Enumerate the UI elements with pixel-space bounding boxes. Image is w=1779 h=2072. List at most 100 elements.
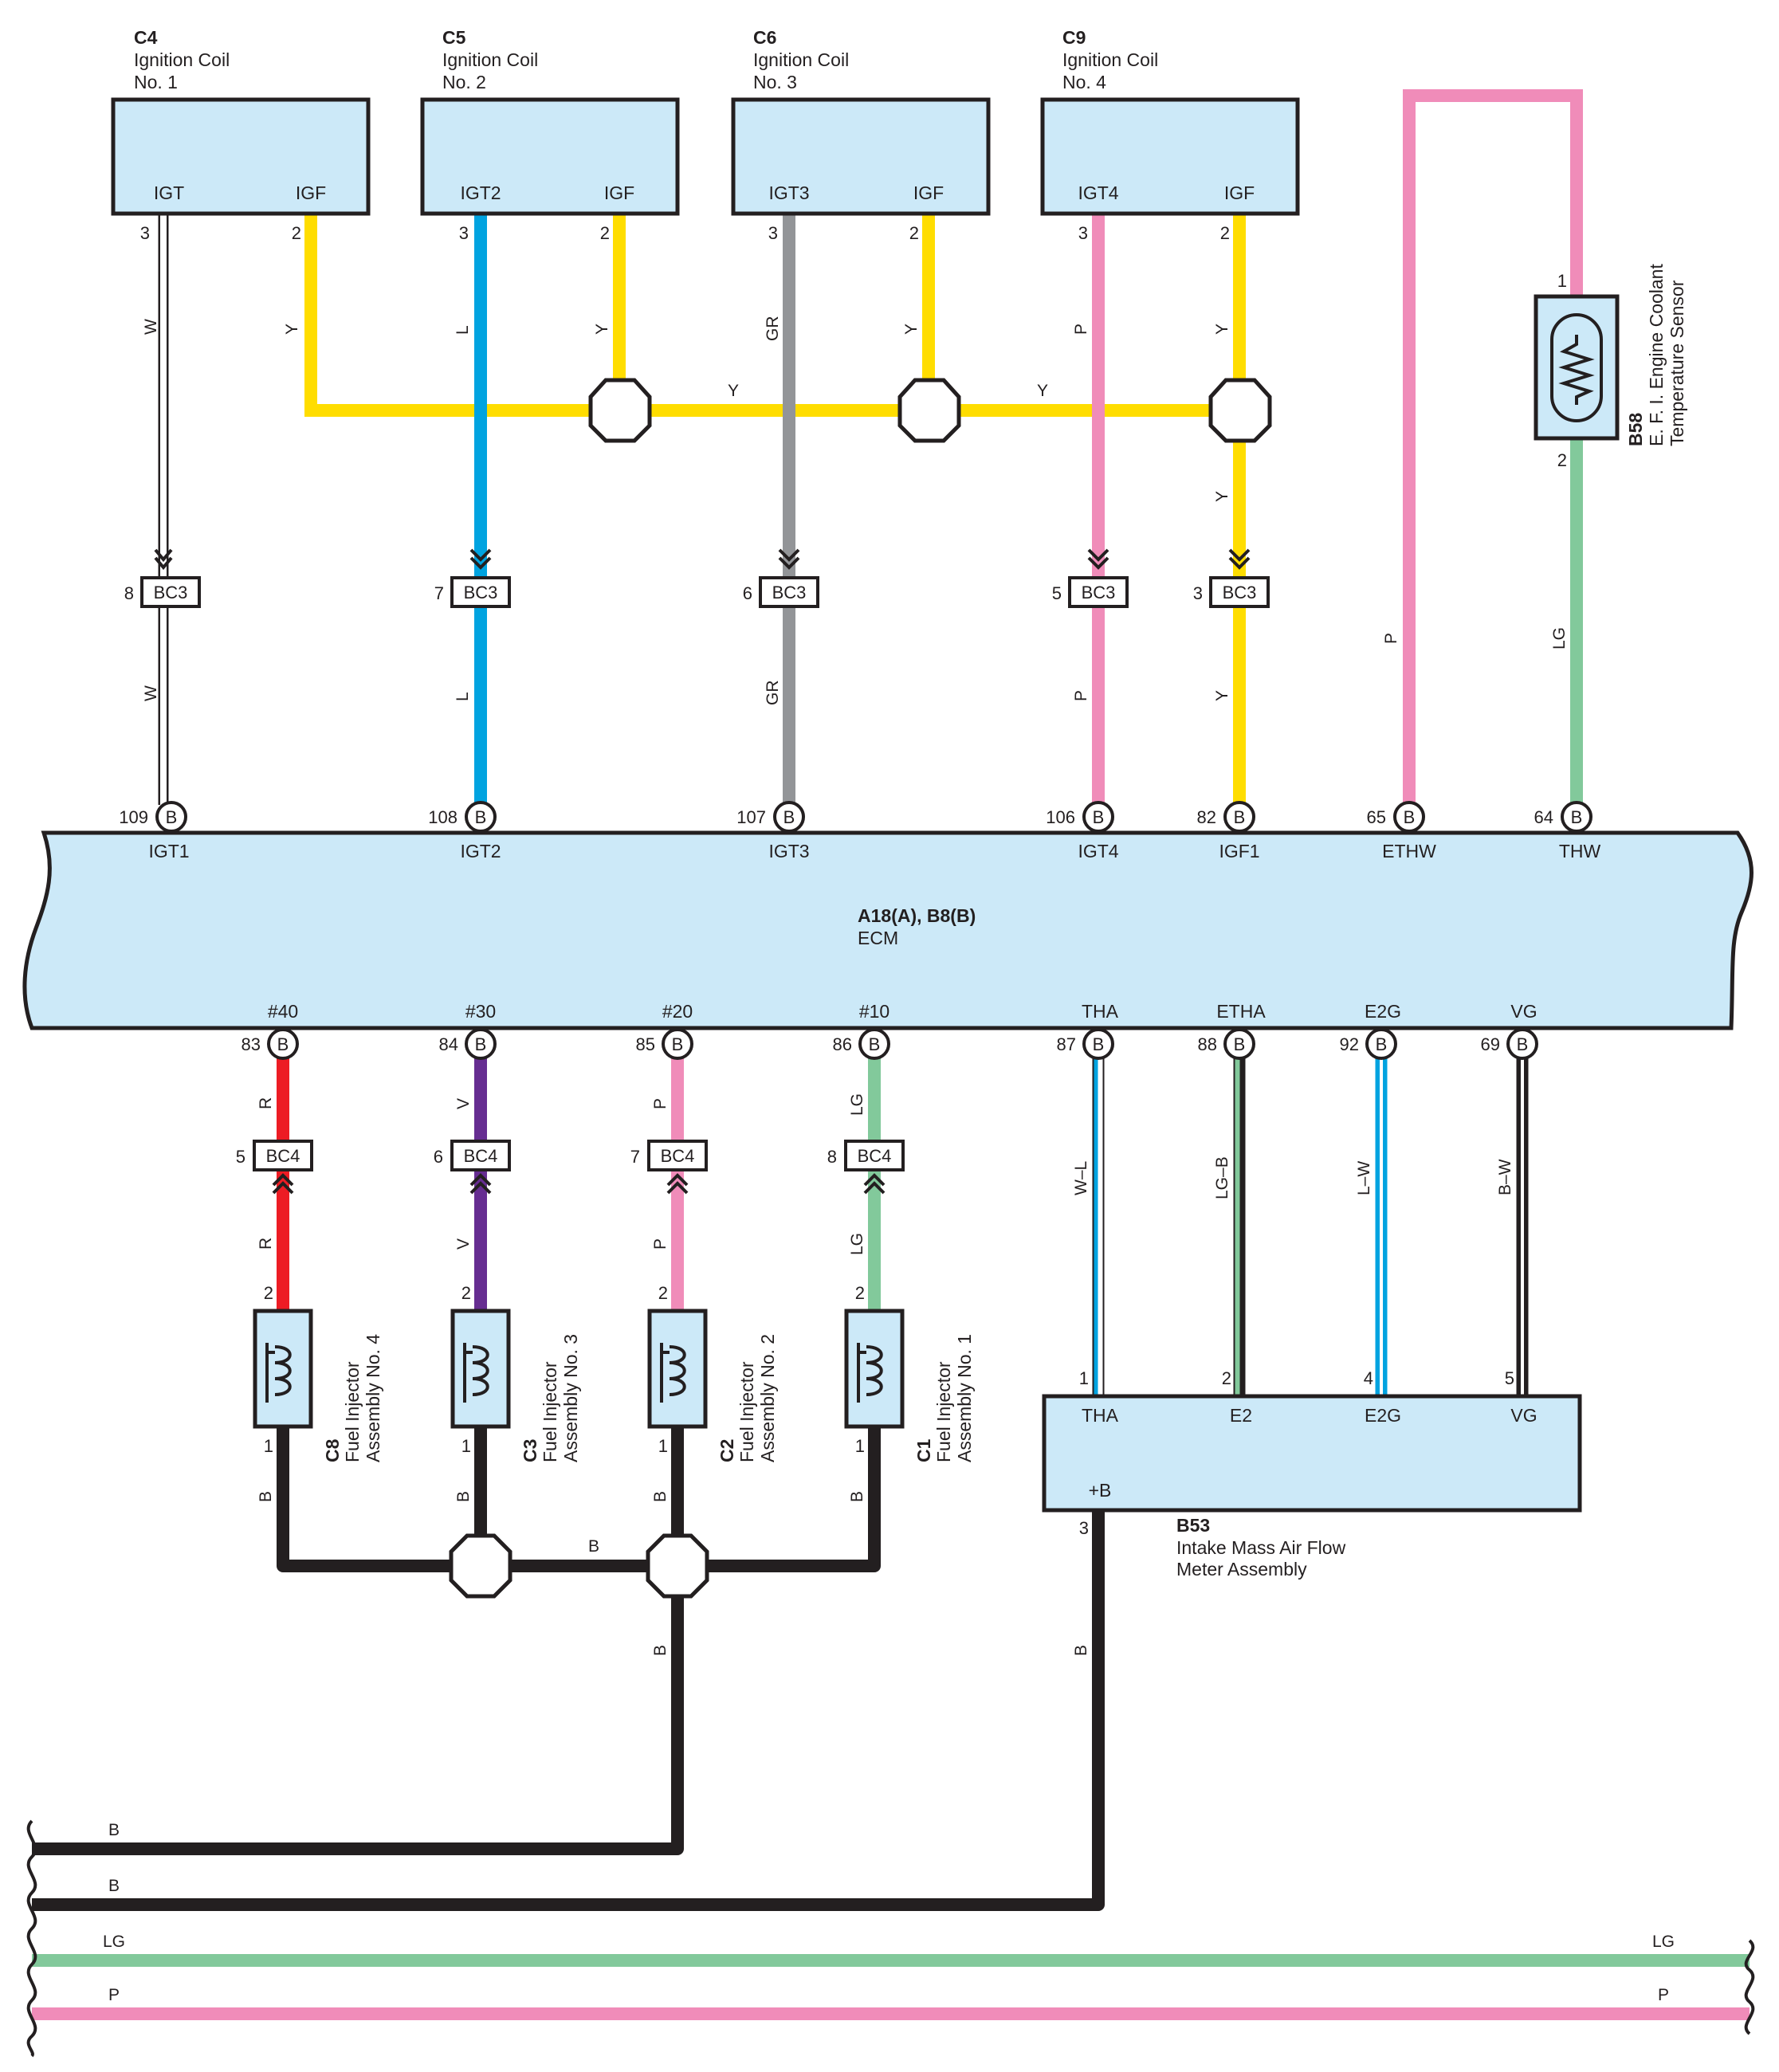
svg-text:B: B [1376,1034,1388,1054]
svg-text:1: 1 [1079,1368,1089,1388]
svg-text:P: P [651,1098,670,1109]
solenoid-coil-icon [662,1345,686,1396]
svg-text:P: P [1072,690,1090,701]
svg-text:Y: Y [593,324,611,335]
svg-text:87: 87 [1057,1034,1076,1054]
svg-text:2: 2 [600,223,610,243]
component-name: E. F. I. Engine Coolant [1646,264,1667,446]
component-name: Fuel Injector [933,1361,954,1462]
component-box [1040,97,1300,216]
svg-text:Y: Y [1037,382,1048,400]
svg-text:B: B [475,1034,487,1054]
svg-text:#10: #10 [859,1001,890,1022]
svg-text:Y: Y [1213,690,1231,701]
fuel-injector-c3: 2 1 C3 Fuel Injector Assembly No. 3 [450,1283,581,1462]
fuel-injector-c2: 2 1 C2 Fuel Injector Assembly No. 2 [647,1283,778,1462]
svg-text:ETHA: ETHA [1216,1001,1266,1022]
svg-text:Y: Y [1213,324,1231,335]
coolant-temp-sensor-b58: 1 2 B58 E. F. I. Engine Coolant Temperat… [1534,264,1687,470]
component-box [22,830,1753,1030]
svg-text:106: 106 [1046,807,1075,827]
component-box [647,1309,708,1429]
svg-text:B: B [1093,1034,1105,1054]
thermistor-icon [1550,313,1603,422]
svg-text:B: B [166,807,178,827]
svg-text:GR: GR [764,316,782,342]
svg-text:W–L: W–L [1072,1161,1090,1195]
component-code: A18(A), B8(B) [858,905,976,926]
bc4-connector: BC4 6 [434,1140,511,1195]
component-name: Assembly No. 2 [757,1334,778,1462]
svg-text:BC3: BC3 [464,583,498,602]
component-name: Assembly No. 1 [954,1334,975,1462]
svg-text:VG: VG [1510,1405,1537,1426]
svg-text:B: B [588,1537,599,1556]
bc4-connector: BC4 8 [827,1140,905,1195]
svg-text:V: V [454,1238,473,1250]
svg-text:P: P [1072,324,1090,335]
svg-text:2: 2 [1557,450,1567,470]
wire-w-l-tha [1092,1044,1105,1396]
svg-text:B–W: B–W [1496,1159,1514,1195]
svg-text:BC4: BC4 [661,1146,695,1166]
component-box [731,97,991,216]
svg-text:B: B [1404,807,1416,827]
svg-text:BC3: BC3 [772,583,807,602]
svg-text:92: 92 [1340,1034,1359,1054]
svg-text:64: 64 [1534,807,1553,827]
fuel-injector-c1: 2 1 C1 Fuel Injector Assembly No. 1 [844,1283,975,1462]
bc4-connector: BC4 5 [236,1140,313,1195]
component-code: C5 [442,27,466,48]
svg-text:L: L [454,692,472,701]
pin-label: IGF [913,182,944,203]
pin-label: IGT2 [460,182,501,203]
ecm-block: A18(A), B8(B) ECM [22,830,1753,1030]
svg-text:8: 8 [827,1147,837,1167]
svg-text:#30: #30 [465,1001,496,1022]
svg-text:L: L [454,325,472,335]
component-code: B53 [1176,1515,1210,1536]
resistor-icon [1558,335,1595,405]
svg-text:P: P [651,1238,670,1250]
svg-text:P: P [1382,633,1400,644]
splice-point [646,1533,709,1599]
svg-text:1: 1 [264,1436,273,1456]
pin-label: IGT3 [768,182,809,203]
component-name: Ignition Coil [442,49,538,70]
svg-text:88: 88 [1198,1034,1217,1054]
svg-text:B: B [1093,807,1105,827]
svg-text:2: 2 [909,223,919,243]
svg-text:6: 6 [743,583,752,603]
svg-text:2: 2 [461,1283,471,1303]
component-number: No. 3 [753,72,797,92]
component-code: C9 [1062,27,1086,48]
component-number: No. 4 [1062,72,1106,92]
svg-text:THW: THW [1559,841,1601,861]
splice-point [449,1533,512,1599]
svg-text:P: P [108,1986,120,2004]
svg-text:B: B [1072,1645,1090,1656]
svg-text:W: W [142,319,160,335]
svg-text:3: 3 [459,223,469,243]
svg-text:1: 1 [1557,271,1567,291]
svg-text:BC4: BC4 [266,1146,300,1166]
svg-text:VG: VG [1510,1001,1537,1022]
svg-text:B: B [1234,807,1246,827]
component-number: No. 1 [134,72,178,92]
svg-text:6: 6 [434,1147,443,1167]
svg-text:B: B [869,1034,881,1054]
component-code: B58 [1625,413,1646,446]
pin-label: IGF [1224,182,1255,203]
svg-text:LG: LG [1652,1933,1675,1951]
svg-text:BC3: BC3 [1223,583,1257,602]
splice-point [897,378,961,443]
svg-text:LG: LG [848,1093,866,1116]
svg-text:R: R [257,1097,275,1109]
component-box [844,1309,905,1429]
pin-label: IGT4 [1078,182,1118,203]
